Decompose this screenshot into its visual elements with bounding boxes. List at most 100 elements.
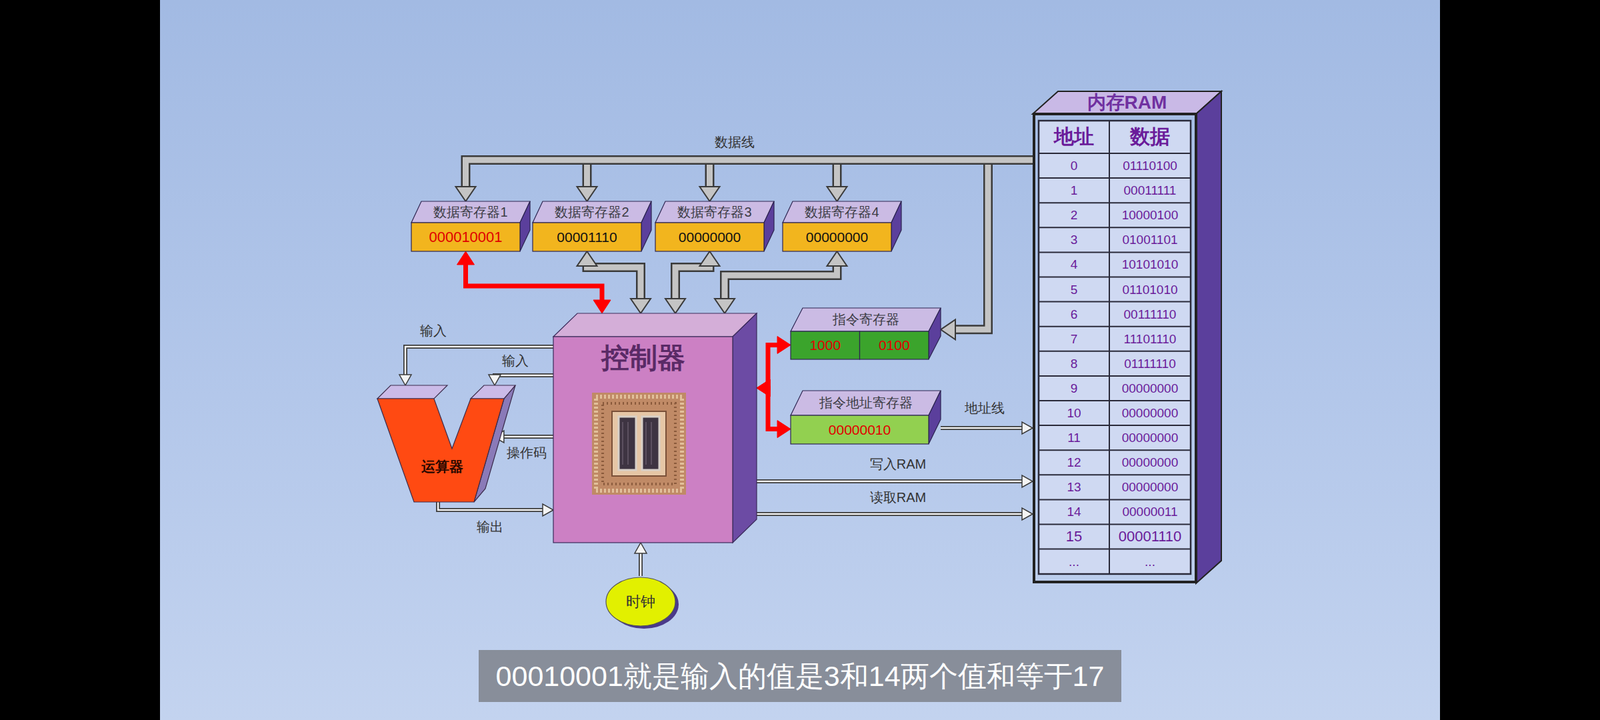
register-name: 指令寄存器 xyxy=(796,308,935,332)
register-side-face xyxy=(764,201,774,252)
table-cell: 6 xyxy=(1040,306,1108,323)
table-cell: 14 xyxy=(1040,503,1108,520)
arrow-line xyxy=(950,160,1033,330)
signal-arrow xyxy=(634,542,647,576)
signal-arrow xyxy=(940,422,1033,434)
table-cell: 00000000 xyxy=(1111,478,1189,496)
register-value: 00000010 xyxy=(790,415,929,444)
data-bus-arrow xyxy=(577,160,1034,202)
arrow-outline xyxy=(638,550,643,576)
alu-top-face xyxy=(377,385,448,399)
active-path-arrow xyxy=(756,379,791,438)
register-side-face xyxy=(520,201,530,252)
ram-row-lines xyxy=(1038,153,1191,550)
ram-title: 内存RAM xyxy=(1045,91,1209,114)
arrow-head xyxy=(777,336,791,354)
data-bus-arrow xyxy=(827,160,1034,202)
register-value: 000010001 xyxy=(411,222,520,252)
chip-die-frame xyxy=(612,411,666,476)
table-cell: 12 xyxy=(1040,454,1108,471)
table-cell: ... xyxy=(1040,553,1108,570)
arrow-head xyxy=(634,542,647,554)
line-label: 地址线 xyxy=(964,399,1005,417)
table-cell: 11 xyxy=(1040,429,1108,446)
arrow-head xyxy=(577,186,598,202)
controller-side-face xyxy=(732,313,757,543)
chip-pins xyxy=(596,396,682,491)
register-value: 00000000 xyxy=(782,222,892,252)
arrow-outline xyxy=(405,346,554,378)
line-label: 数据线 xyxy=(714,133,755,151)
table-cell: 10101010 xyxy=(1111,256,1189,273)
chip-die-detail xyxy=(622,422,652,465)
ram-side-face xyxy=(1196,91,1222,584)
arrow-head xyxy=(756,379,770,397)
register-top-face xyxy=(655,201,774,223)
ram-front-face xyxy=(1034,114,1196,582)
arrow-head xyxy=(488,374,501,386)
table-cell: 01110100 xyxy=(1111,157,1189,174)
register-name: 数据寄存器2 xyxy=(538,201,647,223)
arrow-head xyxy=(456,186,476,202)
table-cell: 00000011 xyxy=(1111,503,1189,520)
ram-top-face xyxy=(1032,91,1222,114)
arrow-head xyxy=(399,374,412,386)
arrow-outline xyxy=(675,261,710,303)
arrow-head xyxy=(756,379,770,397)
arrow-head xyxy=(665,298,686,314)
arrow-outline xyxy=(587,261,642,303)
arrow-head xyxy=(700,186,720,202)
arrow-line xyxy=(494,375,554,378)
table-cell: ... xyxy=(1111,553,1189,570)
table-cell: 7 xyxy=(1040,330,1108,348)
arrow-head xyxy=(630,298,651,314)
table-cell: 0 xyxy=(1040,157,1108,174)
register-front-face xyxy=(790,331,860,360)
data-bus-arrow xyxy=(665,251,720,314)
table-cell: 11101110 xyxy=(1111,330,1189,348)
signal-arrow xyxy=(438,502,554,516)
data-register: 数据寄存器200001110 xyxy=(532,201,652,252)
arrow-head xyxy=(714,298,735,314)
table-cell: 00001110 xyxy=(1111,527,1189,546)
arrow-outline xyxy=(950,160,1033,330)
subtitle-caption: 00010001就是输入的值是3和14两个值和等于17 xyxy=(478,650,1122,702)
arrow-line xyxy=(466,160,1034,192)
arrow-outline xyxy=(756,512,1026,516)
table-cell: 13 xyxy=(1040,478,1108,496)
table-cell: 00000000 xyxy=(1111,454,1189,471)
register-front-face xyxy=(860,331,930,360)
controller-label: 控制器 xyxy=(553,340,733,376)
arrow-line xyxy=(438,502,546,510)
register-name: 指令地址寄存器 xyxy=(796,390,935,416)
table-cell: 00111110 xyxy=(1111,306,1189,323)
data-bus-arrow xyxy=(940,160,1033,340)
line-label: 读取RAM xyxy=(870,488,926,506)
table-cell: 10 xyxy=(1040,404,1108,422)
table-header: 数据 xyxy=(1111,124,1189,149)
chip-bond-wires xyxy=(602,403,676,484)
data-bus-arrow xyxy=(577,251,652,314)
arrow-head xyxy=(1022,508,1033,520)
register-top-face xyxy=(411,201,530,223)
table-cell: 8 xyxy=(1040,355,1108,372)
alu-front-face xyxy=(377,398,504,502)
line-label: 输入 xyxy=(420,322,447,340)
signal-arrow xyxy=(756,508,1033,520)
register-front-face xyxy=(782,222,892,252)
data-bus-arrow xyxy=(456,160,1034,202)
line-label: 输出 xyxy=(476,518,504,536)
table-cell: 01111110 xyxy=(1111,355,1189,372)
data-register: 数据寄存器300000000 xyxy=(655,201,774,252)
line-label: 写入RAM xyxy=(870,455,926,473)
arrow-line xyxy=(587,261,642,303)
data-register: 数据寄存器400000000 xyxy=(782,201,902,252)
data-register: 数据寄存器1000010001 xyxy=(411,201,530,252)
alu-v-shape xyxy=(377,385,516,502)
table-cell: 00000000 xyxy=(1111,380,1189,397)
line-label: 操作码 xyxy=(506,444,547,462)
signal-arrow xyxy=(399,346,554,386)
register-top-face xyxy=(790,390,941,416)
arrow-outline xyxy=(500,434,554,439)
